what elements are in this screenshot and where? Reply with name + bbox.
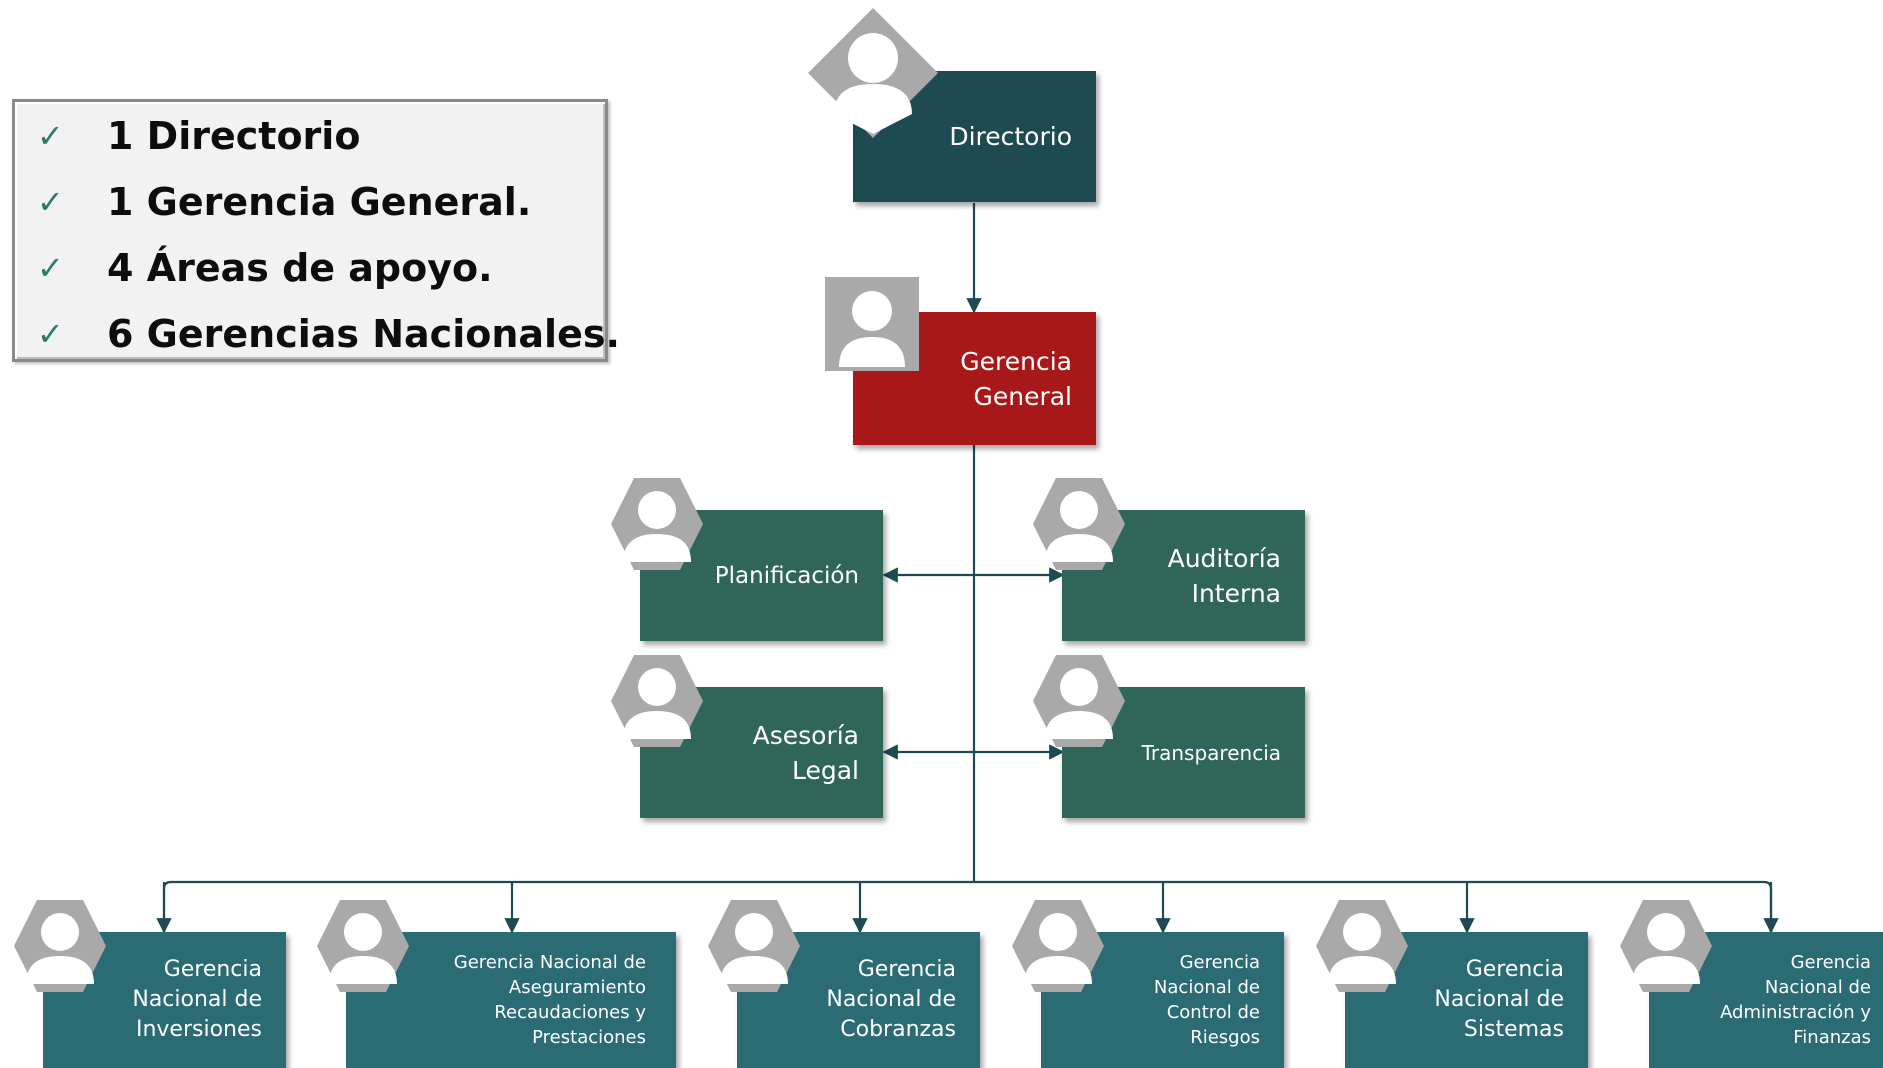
node-label: Auditoría Interna xyxy=(1167,543,1281,608)
summary-item: ✓ 1 Directorio xyxy=(15,106,605,166)
avatar-icon xyxy=(1033,655,1125,747)
checkmark-icon: ✓ xyxy=(37,249,64,287)
avatar-icon xyxy=(317,900,409,992)
avatar-icon xyxy=(1620,900,1712,992)
avatar-icon xyxy=(825,277,919,371)
avatar-icon xyxy=(14,900,106,992)
node-directorio: Directorio xyxy=(853,71,1096,202)
avatar-icon xyxy=(611,655,703,747)
summary-text: 1 Gerencia General. xyxy=(107,180,532,224)
summary-item: ✓ 6 Gerencias Nacionales. xyxy=(15,304,620,364)
summary-text: 6 Gerencias Nacionales. xyxy=(107,312,620,356)
node-label: Gerencia Nacional de Cobranzas xyxy=(826,957,956,1042)
node-label: Transparencia xyxy=(1141,740,1281,765)
node-label: Directorio xyxy=(949,121,1072,151)
node-label: Planificación xyxy=(714,562,859,589)
node-label: Gerencia Nacional de Administración y Fi… xyxy=(1720,952,1871,1048)
checkmark-icon: ✓ xyxy=(37,183,64,221)
node-label: Gerencia Nacional de Control de Riesgos xyxy=(1153,952,1260,1048)
avatar-icon xyxy=(808,8,938,138)
avatar-icon xyxy=(1012,900,1104,992)
avatar-icon xyxy=(1316,900,1408,992)
node-label: Gerencia General xyxy=(960,346,1072,411)
summary-text: 4 Áreas de apoyo. xyxy=(107,246,493,290)
node-label: Gerencia Nacional de Inversiones xyxy=(132,957,262,1042)
checkmark-icon: ✓ xyxy=(37,315,64,353)
avatar-icon xyxy=(611,478,703,570)
avatar-icon xyxy=(1033,478,1125,570)
node-label: Gerencia Nacional de Sistemas xyxy=(1434,957,1564,1042)
summary-item: ✓ 1 Gerencia General. xyxy=(15,172,605,232)
node-label: Gerencia Nacional de Aseguramiento Recau… xyxy=(453,952,646,1048)
node-label: Asesoría Legal xyxy=(752,720,859,785)
summary-text: 1 Directorio xyxy=(107,114,361,158)
summary-box: ✓ 1 Directorio ✓ 1 Gerencia General. ✓ 4… xyxy=(12,99,620,364)
summary-item: ✓ 4 Áreas de apoyo. xyxy=(15,238,605,298)
avatar-icon xyxy=(708,900,800,992)
checkmark-icon: ✓ xyxy=(37,117,64,155)
